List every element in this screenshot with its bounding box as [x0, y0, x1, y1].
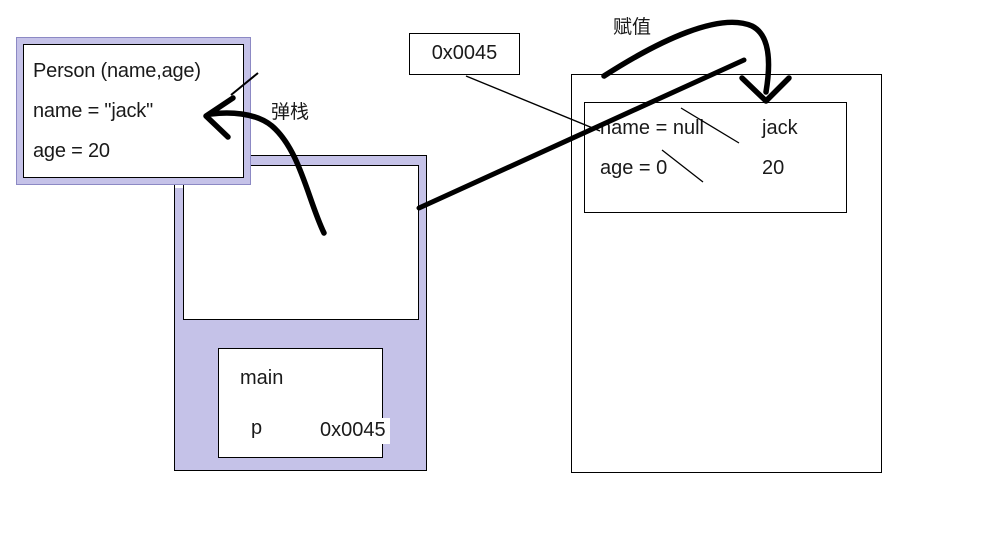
stack-empty-frame-slot [183, 165, 419, 320]
heap-field-age-old: age = 0 [600, 157, 668, 179]
person-constructor-signature: Person (name,age) [33, 60, 201, 82]
stack-variable-name: p [251, 417, 263, 439]
heap-field-name-old: name = null [600, 117, 704, 139]
stack-frame-main-label: main [240, 367, 284, 389]
person-field-name: name = "jack" [33, 100, 153, 122]
stack-variable-value: 0x0045 [320, 418, 390, 444]
person-field-age: age = 20 [33, 140, 110, 162]
annotation-pop-stack: 弹栈 [271, 102, 310, 123]
heap-field-age-new: 20 [762, 157, 785, 179]
annotation-assignment: 赋值 [613, 17, 652, 38]
address-callout-value: 0x0045 [431, 42, 498, 64]
heap-field-name-new: jack [762, 117, 798, 139]
